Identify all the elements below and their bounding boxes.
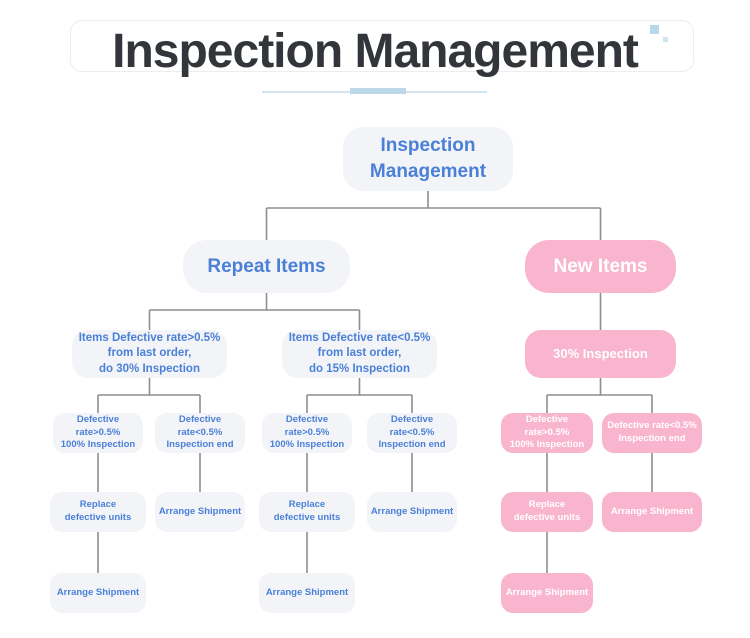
node-replace-units-col1: Replace defective units [50,492,146,532]
node-final-arrange-shipment-col3: Arrange Shipment [259,573,355,613]
node-repeat-defective-high: Items Defective rate>0.5% from last orde… [72,330,227,378]
node-arrange-shipment-col4: Arrange Shipment [367,492,457,532]
node-replace-units-col3: Replace defective units [259,492,355,532]
node-final-arrange-shipment-col1: Arrange Shipment [50,573,146,613]
node-replace-units-col5: Replace defective units [501,492,593,532]
node-repeat-defective-low: Items Defective rate<0.5% from last orde… [282,330,437,378]
node-decision-high-col1: Defective rate>0.5% 100% Inspection [53,413,143,453]
node-root-inspection-management: Inspection Management [343,127,513,191]
decorative-square-icon [650,25,659,34]
node-decision-low-col2: Defective rate<0.5% Inspection end [155,413,245,453]
node-new-items: New Items [525,240,676,293]
title-card [70,20,694,72]
node-arrange-shipment-col2: Arrange Shipment [155,492,245,532]
title-underline-accent [350,88,406,94]
node-decision-high-col5: Defective rate>0.5% 100% Inspection [501,413,593,453]
node-decision-low-col4: Defective rate<0.5% Inspection end [367,413,457,453]
node-arrange-shipment-col6: Arrange Shipment [602,492,702,532]
node-decision-high-col3: Defective rate>0.5% 100% Inspection [262,413,352,453]
node-repeat-items: Repeat Items [183,240,350,293]
node-new-30-inspection: 30% Inspection [525,330,676,378]
decorative-square-icon [663,37,668,42]
node-final-arrange-shipment-col5: Arrange Shipment [501,573,593,613]
page-title: Inspection Management [112,25,639,78]
node-decision-low-col6: Defective rate<0.5% Inspection end [602,413,702,453]
